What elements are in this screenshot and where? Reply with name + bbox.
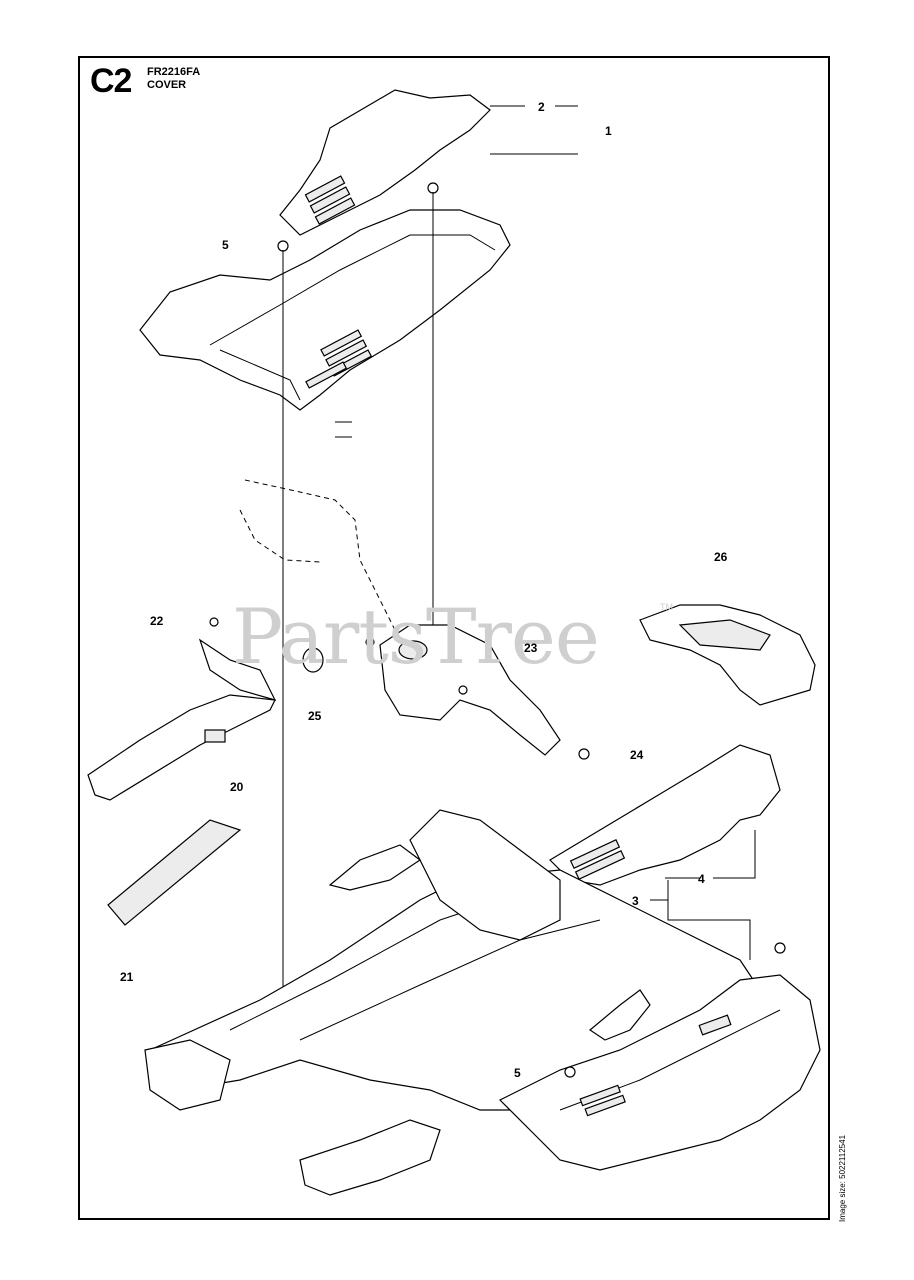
part-21-strip	[107, 819, 242, 926]
section-code: C2	[90, 62, 132, 100]
watermark-trademark: TM	[660, 602, 673, 612]
part-23-console	[365, 624, 561, 756]
callout-5-bottom: 5	[514, 1066, 521, 1080]
side-note: Image size: 5022112541	[838, 1134, 847, 1222]
diagram-frame	[78, 56, 830, 1220]
chassis-frame	[144, 809, 761, 1196]
callout-1: 1	[605, 124, 612, 138]
part-2-top-mat	[279, 89, 491, 236]
part-25-knob	[302, 647, 324, 673]
watermark-logo: PartsTree	[232, 592, 600, 681]
part-4-lower-mat	[549, 744, 781, 886]
part-20-side-panel	[87, 617, 277, 801]
callout-20: 20	[230, 780, 244, 794]
callout-2: 2	[538, 100, 545, 114]
callout-3: 3	[632, 894, 639, 908]
callout-4: 4	[698, 872, 705, 886]
part-24-nut	[578, 748, 590, 760]
part-26-rear-cover	[639, 604, 816, 706]
model-number: FR2216FA	[147, 66, 201, 78]
callout-24: 24	[630, 748, 644, 762]
callout-5-top: 5	[222, 238, 229, 252]
callout-21: 21	[120, 970, 134, 984]
callout-22: 22	[150, 614, 164, 628]
callout-23: 23	[524, 641, 538, 655]
callout-25: 25	[308, 709, 322, 723]
diagram-subtitle: COVER	[147, 79, 187, 91]
part-3-lower-cover	[498, 942, 821, 1171]
callout-26: 26	[714, 550, 728, 564]
